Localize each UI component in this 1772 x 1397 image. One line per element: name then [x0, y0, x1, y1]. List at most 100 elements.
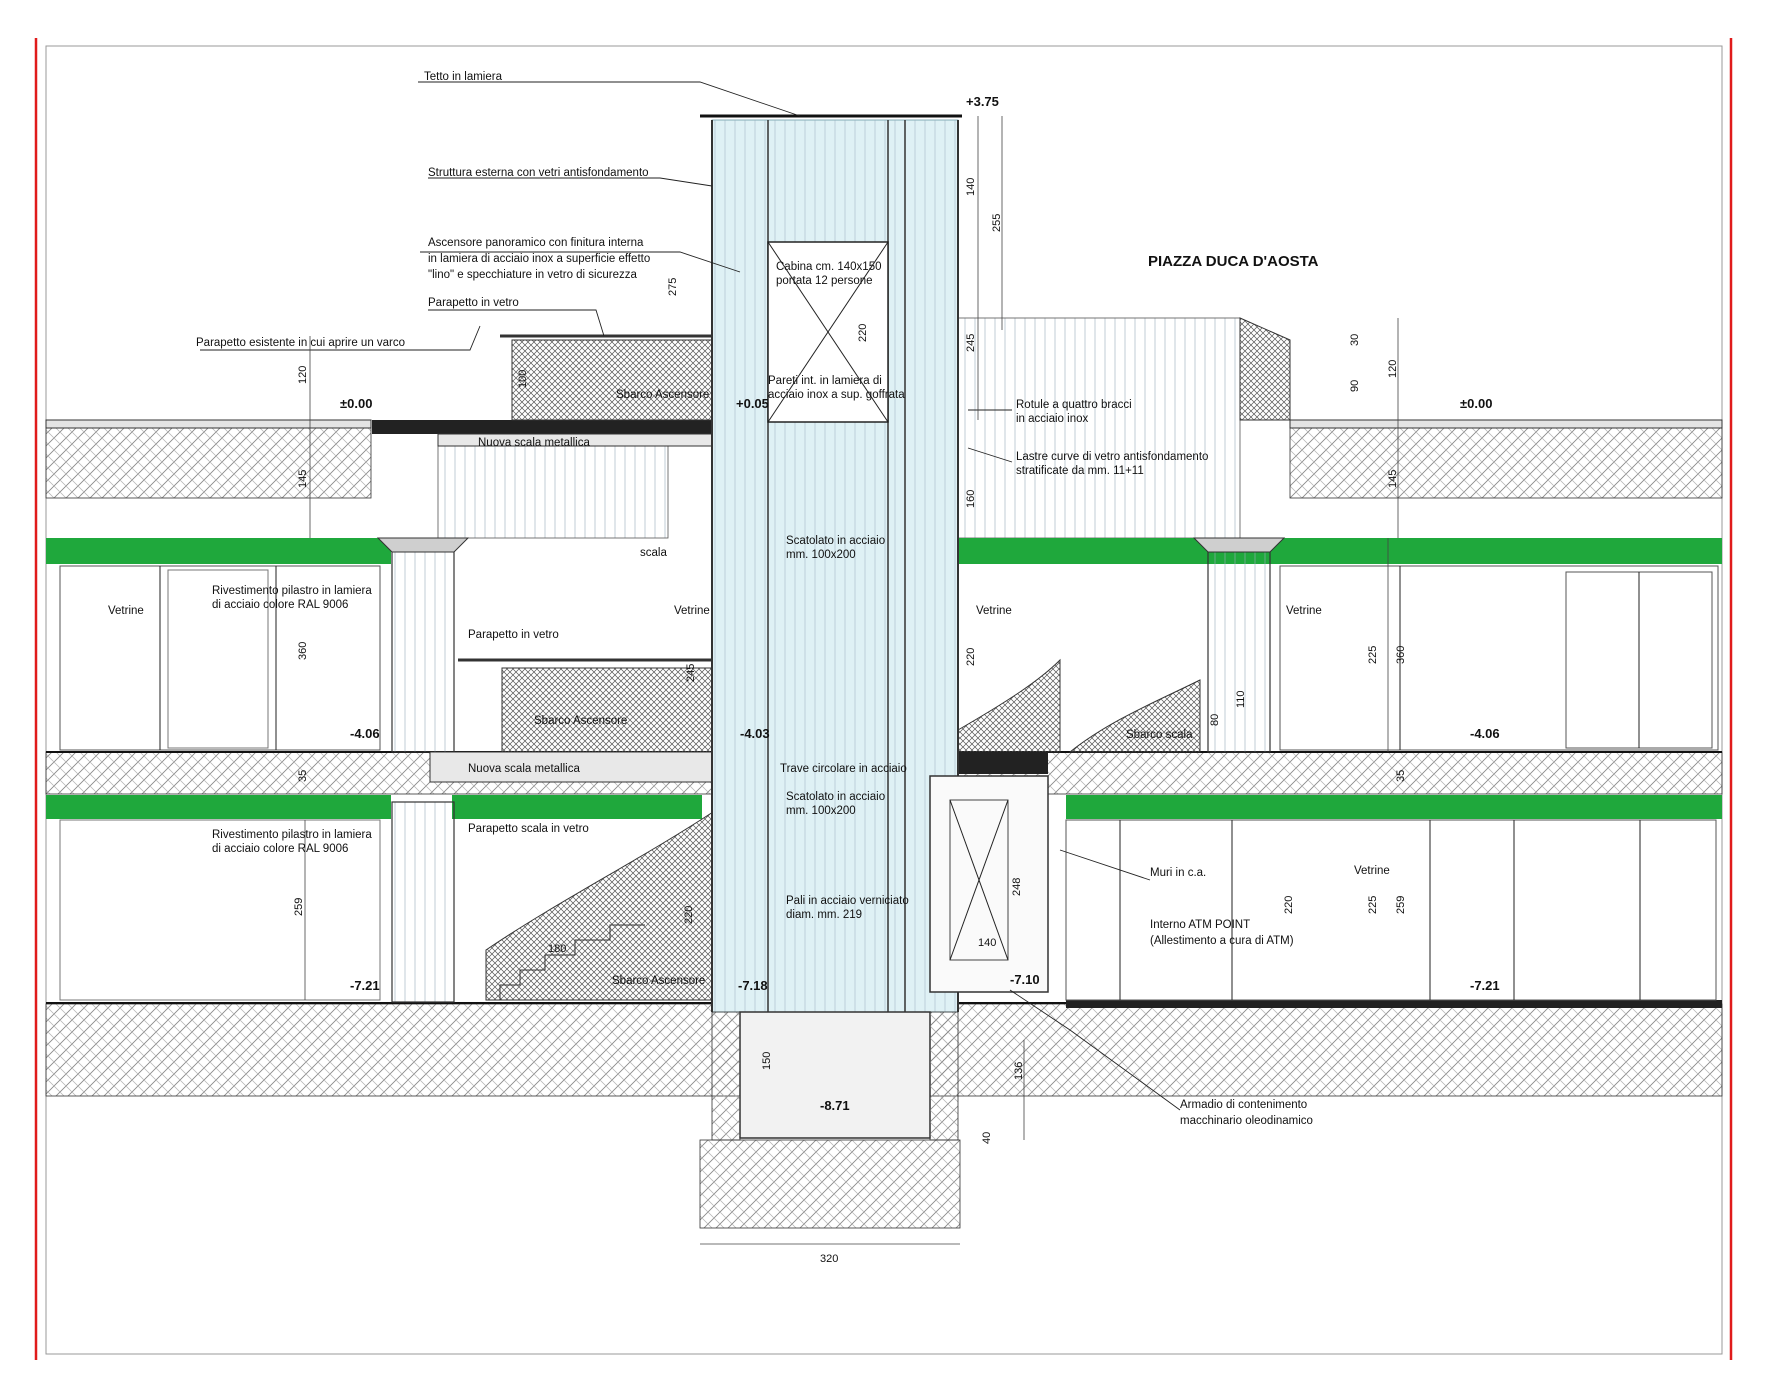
dim-136: 136: [1013, 1062, 1025, 1080]
label-lift-2: in lamiera di acciaio inox a superficie …: [428, 253, 650, 265]
dim-259-left: 259: [293, 898, 305, 916]
level-top: +3.75: [966, 94, 999, 109]
label-posts-2: diam. mm. 219: [786, 909, 862, 921]
label-cladding-1a: Rivestimento pilastro in lamiera: [212, 585, 372, 597]
column-left-lower: [391, 801, 455, 1003]
label-beam-1b: mm. 100x200: [786, 549, 856, 561]
dim-248: 248: [1011, 878, 1023, 896]
dim-120-left: 120: [297, 366, 309, 384]
stair-right-mezz: [957, 658, 1061, 753]
label-slab-1: Lastre curve di vetro antisfondamento: [1016, 451, 1208, 463]
level-lower-left: -7.21: [350, 978, 380, 993]
dim-275: 275: [667, 278, 679, 296]
level-mezz-left: -4.06: [350, 726, 380, 741]
label-shop-2: Vetrine: [674, 605, 710, 617]
stair-right-mezz-2: [1068, 679, 1201, 753]
stair-steps: [499, 924, 645, 1000]
dimension-lines: [304, 116, 1399, 1245]
dim-360-left: 360: [297, 642, 309, 660]
dim-225-low: 225: [1367, 896, 1379, 914]
label-cabinet-2: macchinario oleodinamico: [1180, 1115, 1313, 1127]
green-band-lower-right: [1066, 795, 1722, 819]
soil-pit: [699, 1139, 961, 1229]
dim-40: 40: [981, 1132, 993, 1144]
label-ext-structure: Struttura esterna con vetri antisfondame…: [428, 167, 649, 179]
lift-cabin: [767, 241, 889, 423]
label-beam-2b: mm. 100x200: [786, 805, 856, 817]
dim-100: 100: [517, 370, 529, 388]
label-lift-1: Ascensore panoramico con finitura intern…: [428, 237, 644, 249]
column-left-upper: [391, 547, 455, 753]
dim-245-mid: 245: [685, 664, 697, 682]
label-parapet-existing: Parapetto esistente in cui aprire un var…: [196, 337, 405, 349]
parapet-upper: [511, 339, 723, 421]
label-cabinet-1: Armadio di contenimento: [1180, 1099, 1307, 1111]
label-slab-2: stratificate da mm. 11+11: [1016, 465, 1144, 477]
label-landing-lift-1: Sbarco Ascensore: [616, 389, 709, 401]
dim-120-right: 120: [1387, 360, 1399, 378]
label-walls-2: acciaio inox a sup. goffrata: [768, 389, 905, 401]
green-band-lower-left: [46, 795, 391, 819]
label-walls-1: Pareti int. in lamiera di: [768, 375, 882, 387]
level-lower-right: -7.21: [1470, 978, 1500, 993]
label-landing-lift-3: Sbarco Ascensore: [612, 975, 705, 987]
level-lower-shaft: -7.10: [1010, 972, 1040, 987]
shopfront-upper-right: [1279, 565, 1719, 751]
label-ca-walls: Muri in c.a.: [1150, 867, 1206, 879]
dim-255: 255: [991, 214, 1003, 232]
label-cladding-2b: di acciaio colore RAL 9006: [212, 843, 348, 855]
label-atm-1: Interno ATM POINT: [1150, 919, 1250, 931]
label-lift-3: "lino" e specchiature in vetro di sicure…: [428, 269, 637, 281]
level-mezz-mid: -4.03: [740, 726, 770, 741]
dim-140-top: 140: [965, 178, 977, 196]
label-landing-lift-2: Sbarco Ascensore: [534, 715, 627, 727]
dim-360-right: 360: [1395, 646, 1407, 664]
green-band-lower-mid: [452, 795, 702, 819]
label-joints-1: Rotule a quattro bracci: [1016, 399, 1132, 411]
dim-35-left: 35: [297, 770, 309, 782]
place-title: PIAZZA DUCA D'AOSTA: [1148, 253, 1319, 270]
shopfront-lower-left: [59, 819, 381, 1001]
drawing-frame: [45, 45, 1723, 1355]
label-beam-1a: Scatolato in acciaio: [786, 535, 885, 547]
label-cladding-2a: Rivestimento pilastro in lamiera: [212, 829, 372, 841]
label-roof: Tetto in lamiera: [424, 71, 503, 83]
dim-320: 320: [820, 1253, 838, 1265]
label-stair-tag: scala: [640, 547, 667, 559]
label-stair-parapet: Parapetto scala in vetro: [468, 823, 589, 835]
soil-ground-right: [1289, 427, 1723, 499]
dim-220-mid: 220: [965, 648, 977, 666]
dim-220-low: 220: [683, 906, 695, 924]
label-shop-4: Vetrine: [1286, 605, 1322, 617]
level-pit: -8.71: [820, 1098, 850, 1113]
shopfront-lower-right: [1065, 819, 1717, 1001]
dim-259-right: 259: [1395, 896, 1407, 914]
dim-30: 30: [1349, 334, 1361, 346]
level-lower-mid: -7.18: [738, 978, 768, 993]
green-band-upper-right: [955, 538, 1722, 564]
label-joints-2: in acciaio inox: [1016, 413, 1088, 425]
dim-225-right: 225: [1367, 646, 1379, 664]
column-capital-right: [1192, 537, 1286, 553]
label-new-stair-2: Nuova scala metallica: [468, 763, 580, 775]
dim-220-cabin: 220: [857, 324, 869, 342]
machine-block: [958, 752, 1048, 774]
dim-180: 180: [548, 943, 566, 955]
dim-245: 245: [965, 334, 977, 352]
dim-35-right: 35: [1395, 770, 1407, 782]
level-landing-1: +0.05: [736, 396, 769, 411]
leader-lines: [200, 81, 1181, 1111]
dim-150: 150: [761, 1052, 773, 1070]
dim-145-left: 145: [297, 470, 309, 488]
column-right-upper: [1207, 547, 1271, 753]
label-landing-stair: Sbarco scala: [1126, 729, 1193, 741]
dim-110: 110: [1235, 690, 1247, 708]
lift-pit: [711, 1011, 959, 1141]
dim-140-low: 140: [978, 937, 996, 949]
shopfront-upper-left: [59, 565, 381, 751]
slab-ground-right: [1289, 419, 1723, 429]
label-cabin-2: portata 12 persone: [776, 275, 873, 287]
label-cladding-1b: di acciaio colore RAL 9006: [212, 599, 348, 611]
